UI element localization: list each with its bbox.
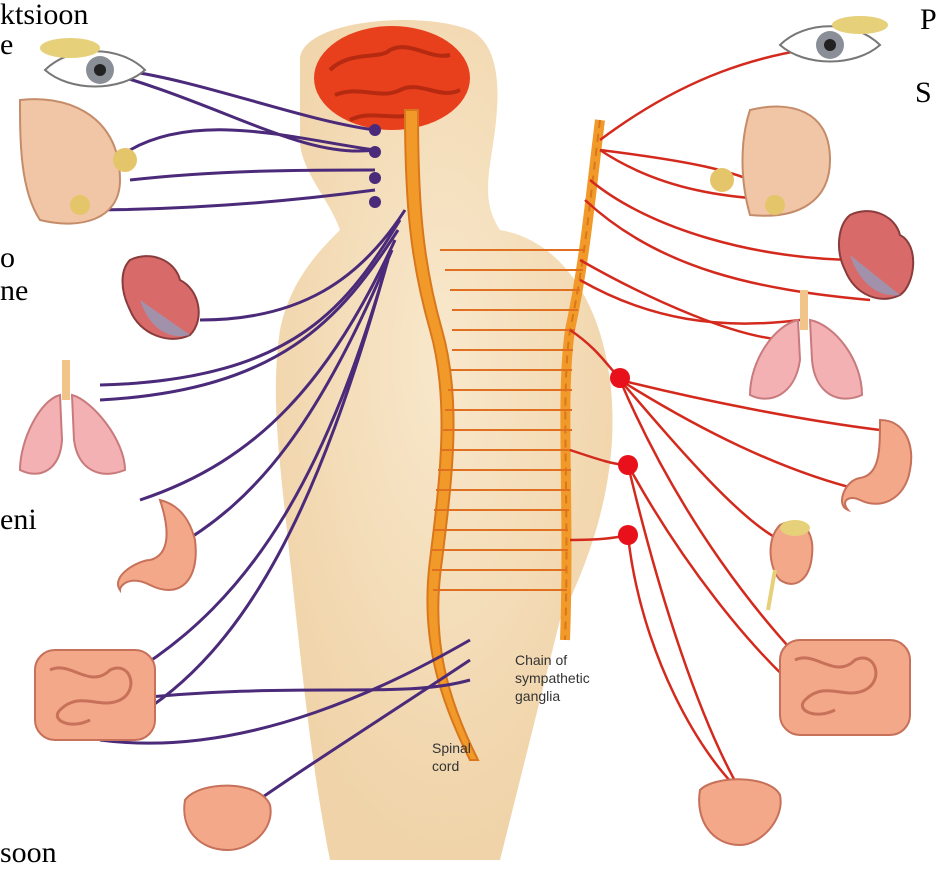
slide-text-right-1: P [920, 5, 937, 35]
lungs-icon [750, 290, 862, 399]
slide-text-left-6: soon [0, 838, 57, 868]
slide-text-left-1: ktsioon [0, 0, 88, 30]
lungs-icon [20, 360, 125, 474]
chain-label-line1: Chain of [515, 652, 567, 668]
eye-icon [40, 38, 145, 87]
brain-icon [314, 26, 470, 130]
face-glands-icon [20, 99, 137, 223]
slide-text-left-5: eni [0, 505, 37, 535]
intestines-icon [35, 650, 155, 740]
chain-label-line2: sympathetic [515, 670, 590, 686]
kidney-icon [768, 520, 812, 610]
bladder-icon [184, 786, 270, 850]
heart-icon [839, 211, 913, 299]
slide-text-left-2: e [0, 30, 13, 60]
slide-text-right-2: S [915, 78, 932, 108]
slide-text-left-4: ne [0, 276, 28, 306]
eye-icon [780, 16, 888, 62]
stomach-icon [118, 500, 196, 590]
bladder-icon [699, 779, 781, 845]
spinal-label-line1: Spinal [432, 740, 471, 756]
chain-label-line3: ganglia [515, 688, 560, 704]
face-glands-icon [710, 107, 830, 216]
spinal-label-line2: cord [432, 758, 459, 774]
heart-icon [123, 256, 199, 339]
stomach-icon [842, 420, 911, 510]
intestines-icon [780, 640, 910, 735]
slide-text-left-3: o [0, 243, 15, 273]
